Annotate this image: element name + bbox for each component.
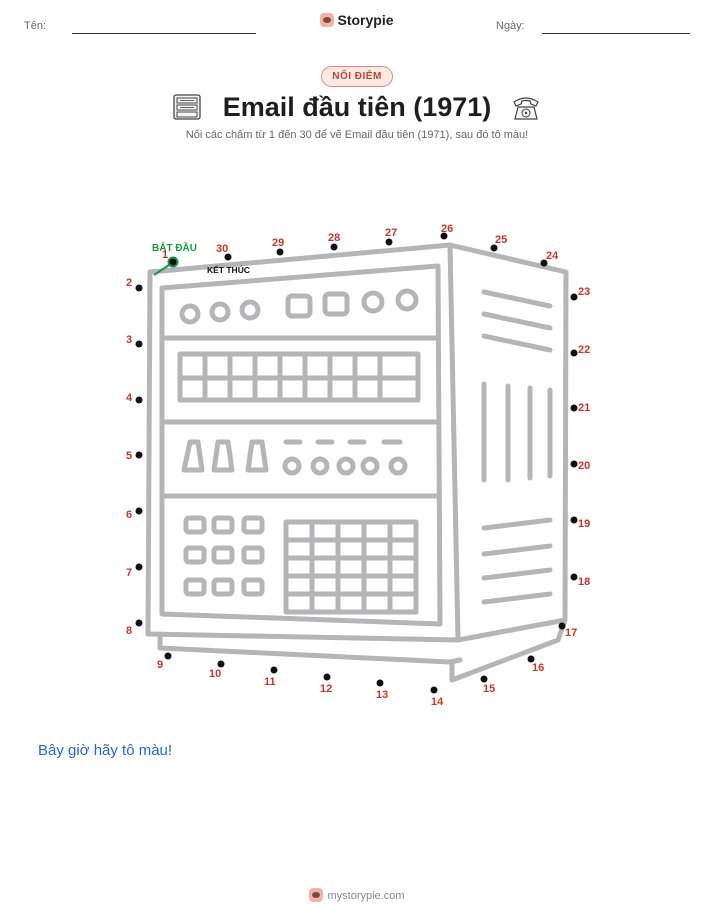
dot-number-21: 21 xyxy=(578,402,590,414)
dot-26 xyxy=(440,232,448,240)
dot-number-7: 7 xyxy=(126,567,132,579)
dot-2 xyxy=(135,284,143,292)
dot-10 xyxy=(217,660,225,668)
dot-number-15: 15 xyxy=(483,683,495,695)
dot-7 xyxy=(135,563,143,571)
dot-21 xyxy=(570,404,578,412)
dot-number-4: 4 xyxy=(126,392,133,404)
color-prompt: Bây giờ hãy tô màu! xyxy=(38,742,173,759)
dot-12 xyxy=(323,673,331,681)
start-label: BẮT ĐẦU xyxy=(152,241,197,254)
dot-30 xyxy=(224,253,232,261)
dot-number-16: 16 xyxy=(532,662,544,674)
dot-number-6: 6 xyxy=(126,509,132,521)
date-label: Ngày: xyxy=(496,20,525,32)
dot-25 xyxy=(490,244,498,252)
dot-number-26: 26 xyxy=(441,223,453,235)
dot-6 xyxy=(135,507,143,515)
computer-icon xyxy=(173,94,201,120)
dot-number-1: 1 xyxy=(162,249,168,261)
dot-number-12: 12 xyxy=(320,683,332,695)
date-line[interactable] xyxy=(542,33,690,34)
dot-13 xyxy=(376,679,384,687)
footer-url[interactable]: mystorypie.com xyxy=(327,890,405,902)
dot-number-3: 3 xyxy=(126,334,132,346)
dot-11 xyxy=(270,666,278,674)
name-line[interactable] xyxy=(72,33,256,34)
dot-18 xyxy=(570,573,578,581)
dot-27 xyxy=(385,238,393,246)
dot-16 xyxy=(527,655,535,663)
dot-23 xyxy=(570,293,578,301)
storypie-logo-icon xyxy=(320,13,335,27)
dot-4 xyxy=(135,396,143,404)
dot-9 xyxy=(164,652,172,660)
dot-number-28: 28 xyxy=(328,232,340,244)
dot-number-11: 11 xyxy=(264,676,276,688)
dot-number-14: 14 xyxy=(431,696,444,708)
dot-number-10: 10 xyxy=(209,668,221,680)
activity-badge: NỐI ĐIỂM xyxy=(321,66,393,87)
dot-number-2: 2 xyxy=(126,277,132,289)
dot-number-19: 19 xyxy=(578,518,590,530)
dot-8 xyxy=(135,619,143,627)
name-label: Tên: xyxy=(24,20,47,32)
dot-number-25: 25 xyxy=(495,234,507,246)
page-title: Email đầu tiên (1971) xyxy=(222,92,492,122)
dot-number-20: 20 xyxy=(578,460,590,472)
dot-22 xyxy=(570,349,578,357)
footer: mystorypie.com xyxy=(0,888,714,902)
storypie-logo-icon xyxy=(309,888,324,902)
dot-number-30: 30 xyxy=(216,243,228,255)
dot-1 xyxy=(169,258,177,266)
dot-number-23: 23 xyxy=(578,286,590,298)
dot-5 xyxy=(135,451,143,459)
dot-19 xyxy=(570,516,578,524)
dot-17 xyxy=(558,622,566,630)
dot-14 xyxy=(430,686,438,694)
dot-24 xyxy=(540,259,548,267)
dot-15 xyxy=(480,675,488,683)
dot-number-9: 9 xyxy=(157,659,163,671)
dot-28 xyxy=(330,243,338,251)
mainframe-outline xyxy=(145,242,569,683)
dot-number-29: 29 xyxy=(272,237,284,249)
brand: Storypie xyxy=(0,12,714,28)
end-label: KẾT THÚC xyxy=(207,264,250,275)
dot-number-8: 8 xyxy=(126,625,132,637)
dot-29 xyxy=(276,248,284,256)
instructions: Nối các chấm từ 1 đến 30 để vẽ Email đầu… xyxy=(185,129,529,141)
dot-20 xyxy=(570,460,578,468)
telephone-icon xyxy=(513,97,539,120)
dot-number-17: 17 xyxy=(565,627,577,639)
dot-3 xyxy=(135,340,143,348)
dot-number-27: 27 xyxy=(385,227,397,239)
brand-name: Storypie xyxy=(337,12,394,28)
dot-number-5: 5 xyxy=(126,450,132,462)
dot-number-13: 13 xyxy=(376,689,388,701)
dot-number-18: 18 xyxy=(578,576,590,588)
dot-number-22: 22 xyxy=(578,344,590,356)
dot-number-24: 24 xyxy=(546,250,559,262)
